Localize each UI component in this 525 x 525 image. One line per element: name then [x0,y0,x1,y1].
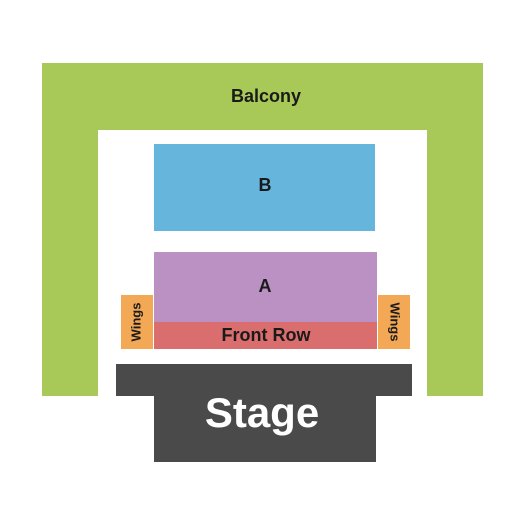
section-b-label: B [259,175,272,195]
section-front-row[interactable] [154,322,377,349]
section-a[interactable] [154,252,377,322]
section-wings-left[interactable] [121,295,153,349]
section-balcony-label: Balcony [231,86,301,106]
section-b[interactable] [154,144,375,231]
section-wings-left-label: Wings [128,303,143,342]
stage [116,364,412,462]
section-balcony[interactable] [42,63,483,396]
section-a-label: A [259,276,272,296]
section-wings-right-label: Wings [388,303,403,342]
stage-label: Stage [205,389,319,436]
section-front-row-label: Front Row [222,325,312,345]
section-wings-right[interactable] [378,295,410,349]
